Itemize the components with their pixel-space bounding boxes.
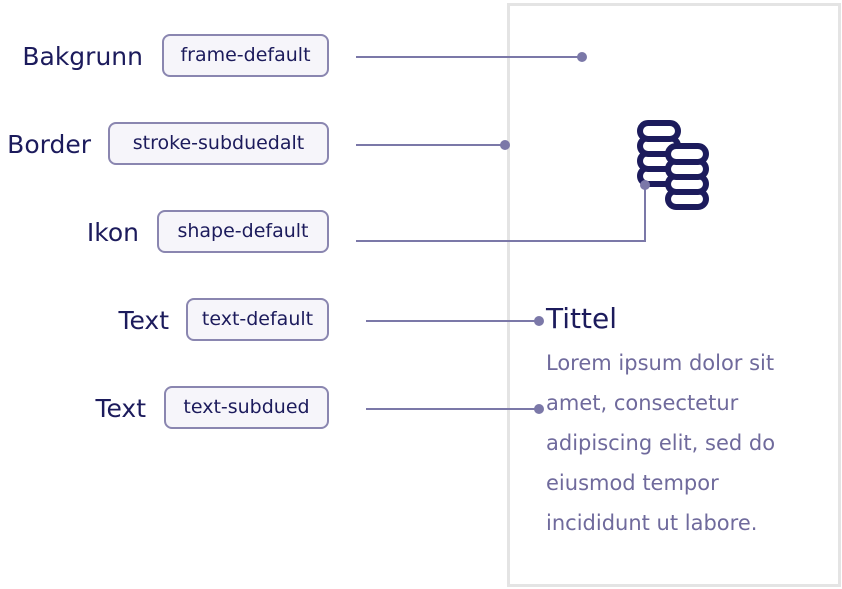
token-chip-shape-default: shape-default xyxy=(157,210,329,253)
row-label-border: Border xyxy=(7,130,91,159)
token-chip-stroke-subduedalt: stroke-subduedalt xyxy=(108,122,329,165)
coins-stack-icon xyxy=(637,120,709,210)
card-body-line: Lorem ipsum dolor sit xyxy=(546,351,775,375)
token-chip-frame-default: frame-default xyxy=(162,34,329,77)
token-chip-text-subdued: text-subdued xyxy=(164,386,329,429)
card-body-line: eiusmod tempor xyxy=(546,471,719,495)
row-label-icon: Ikon xyxy=(86,218,139,247)
token-chip-text-default: text-default xyxy=(186,298,329,341)
card-body-text: Lorem ipsum dolor sit amet, consectetur … xyxy=(546,343,806,543)
card-body-line: amet, consectetur xyxy=(546,391,739,415)
row-label-text-subdued: Text xyxy=(95,394,146,423)
preview-card xyxy=(507,3,841,587)
card-body-line: incididunt ut labore. xyxy=(546,511,758,535)
row-label-text-default: Text xyxy=(118,306,169,335)
card-title: Tittel xyxy=(546,302,617,335)
card-body-line: adipiscing elit, sed do xyxy=(546,431,776,455)
row-label-background: Bakgrunn xyxy=(22,42,143,71)
